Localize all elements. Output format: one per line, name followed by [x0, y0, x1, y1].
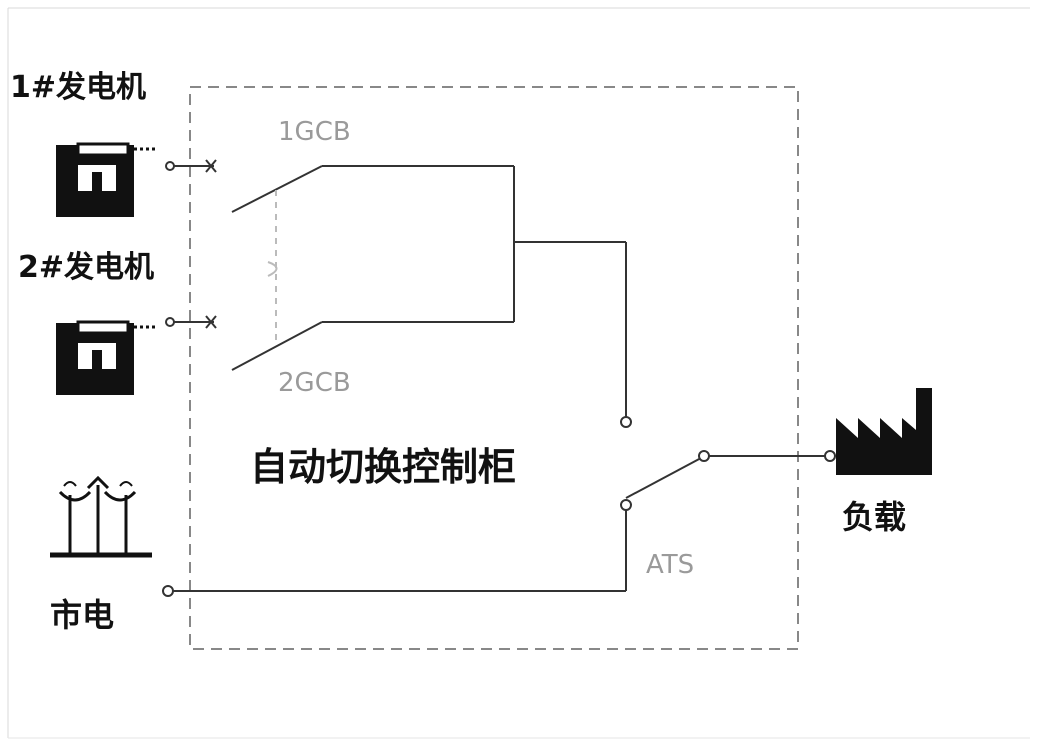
mains-label: 市电	[50, 596, 114, 634]
gen2-label: 2#发电机	[18, 250, 154, 285]
gcb1-label: 1GCB	[278, 117, 351, 147]
cabinet-label: 自动切换控制柜	[250, 445, 516, 489]
load-terminal	[824, 450, 836, 462]
load-label: 负载	[842, 498, 906, 536]
generator-2-icon	[56, 320, 156, 395]
power-tower-icon	[50, 475, 152, 558]
mains-wiring	[162, 585, 626, 597]
gen1-label: 1#发电机	[10, 70, 146, 105]
generator-1-icon	[56, 142, 156, 217]
gen2-terminal	[165, 315, 217, 329]
gcb-wiring	[231, 165, 627, 417]
ats-label: ATS	[646, 550, 694, 580]
gen1-terminal	[165, 159, 217, 173]
gcb2-label: 2GCB	[278, 368, 351, 398]
factory-icon	[836, 388, 932, 475]
breaker-interlock	[267, 190, 278, 345]
cabinet-boundary	[189, 86, 799, 650]
ats-switch	[620, 416, 826, 591]
